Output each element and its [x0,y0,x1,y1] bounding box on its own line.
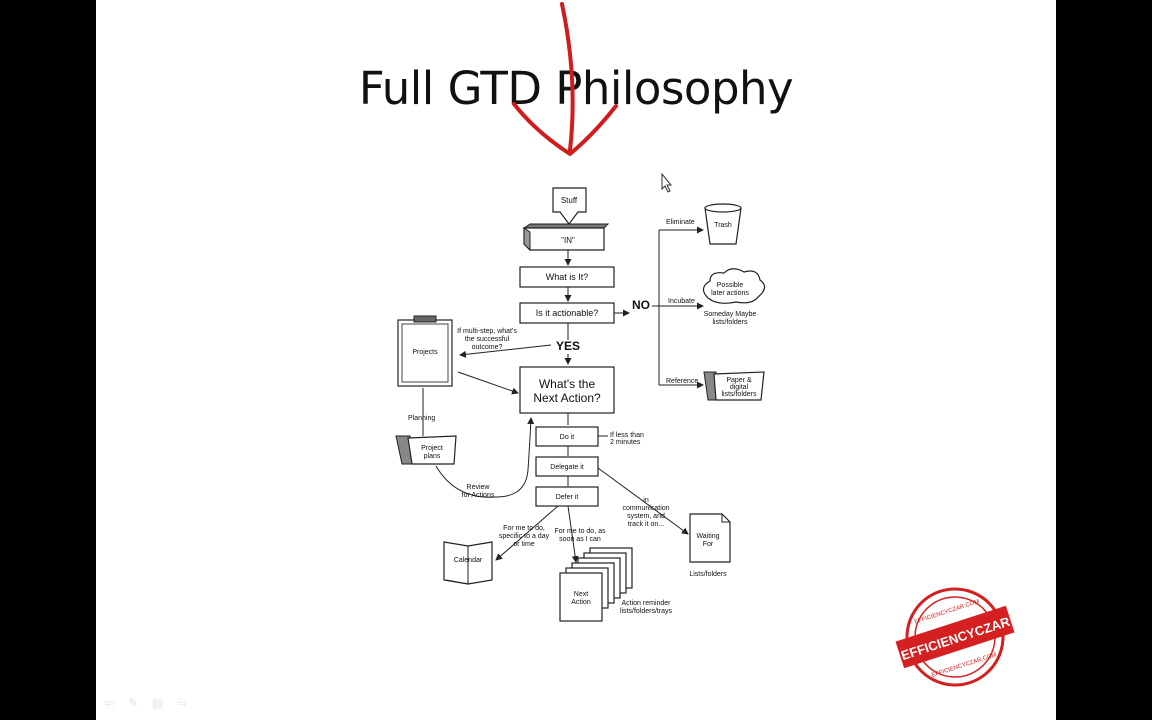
for-me-asap-1: For me to do, as [555,528,606,535]
defer-it-box [535,486,599,507]
delegate-it-label: Delegate it [550,464,584,471]
multistep-text-3: outcome? [472,344,503,351]
comm-2: communication [622,505,669,512]
someday-cloud: Possible later actions Someday Maybe lis… [702,268,766,326]
do-it-label: Do it [560,434,574,441]
svg-text:Projects: Projects [412,349,438,356]
for-me-specific-2: specific to a day [499,533,550,540]
svg-text:"IN": "IN" [561,236,575,245]
for-me-specific-1: For me to do, [503,525,545,532]
svg-text:Trash: Trash [714,222,732,229]
gtd-flowchart: Stuff "IN" What is It? Is it actionable?… [395,2,1015,687]
multistep-text-2: the successful [465,336,510,343]
comm-4: track it on... [628,521,664,528]
review-label-2: for Actions [462,492,495,499]
svg-text:lists/folders: lists/folders [721,391,757,398]
next-action-line1: What's the [539,377,596,391]
reminder-2: lists/folders/trays [620,608,673,615]
mouse-cursor-icon [661,172,673,193]
yes-label: YES [556,339,580,353]
no-label: NO [632,298,650,312]
next-slide-icon[interactable]: ⇨ [177,696,188,710]
reference-folder: Paper & digital lists/folders [703,371,765,401]
comm-1: in [643,497,649,504]
slide: Full GTD Philosophy Stuff "IN" What is I… [96,0,1056,720]
svg-text:Stuff: Stuff [561,196,578,205]
multistep-text-1: If multi-step, what's [457,328,517,335]
svg-text:Calendar: Calendar [454,557,483,564]
is-actionable-label: Is it actionable? [536,308,599,318]
svg-text:Someday Maybe: Someday Maybe [704,311,757,318]
svg-text:Lists/folders: Lists/folders [689,571,727,578]
svg-text:Paper &: Paper & [726,377,752,384]
svg-text:Waiting: Waiting [696,533,719,540]
project-plans-folder: Project plans [395,435,457,465]
slide-menu-icon[interactable]: ▤ [152,696,164,710]
for-me-specific-3: or time [513,541,535,548]
what-is-it-label: What is It? [546,272,589,282]
next-action-line2: Next Action? [533,391,601,405]
reference-label: Reference [666,378,698,385]
next-action-box [519,366,615,414]
projects-clipboard: Projects [397,315,453,387]
svg-text:plans: plans [424,453,441,460]
slide-controls: ⇦ ✎ ▤ ⇨ [104,696,188,710]
comm-3: system, and [627,513,665,520]
svg-text:lists/folders: lists/folders [712,319,748,326]
two-minute-2: 2 minutes [610,439,641,446]
what-is-it-box [519,266,615,288]
svg-text:digital: digital [730,384,749,391]
trash-node: Trash [704,203,742,245]
svg-text:For: For [703,541,714,548]
pen-icon[interactable]: ✎ [128,696,139,710]
stuff-node: Stuff [552,187,587,225]
calendar-book: Calendar [443,541,493,585]
svg-text:Next: Next [574,591,588,598]
planning-label: Planning [408,415,435,422]
svg-text:Possible: Possible [717,282,744,289]
red-annotation-arrow [512,2,618,156]
delegate-it-box [535,456,599,477]
reminder-1: Action reminder [621,600,671,607]
efficiencyczar-stamp: EFFICIENCYCZAR EFFICIENCYCZAR.COM EFFICI… [895,587,1015,687]
defer-it-label: Defer it [556,494,579,501]
incubate-label: Incubate [668,298,695,305]
eliminate-label: Eliminate [666,219,695,226]
for-me-asap-2: soon as I can [559,536,601,543]
review-label-1: Review [467,484,491,491]
svg-text:Project: Project [421,445,443,452]
in-tray: "IN" [522,223,610,252]
waiting-for-doc: Waiting For Lists/folders [689,513,731,578]
svg-text:Action: Action [571,599,591,606]
two-minute-1: If less than [610,432,644,439]
previous-slide-icon[interactable]: ⇦ [104,696,115,710]
svg-text:later actions: later actions [711,290,749,297]
next-action-stack: Next Action [559,547,633,622]
slide-title: Full GTD Philosophy [358,62,794,115]
